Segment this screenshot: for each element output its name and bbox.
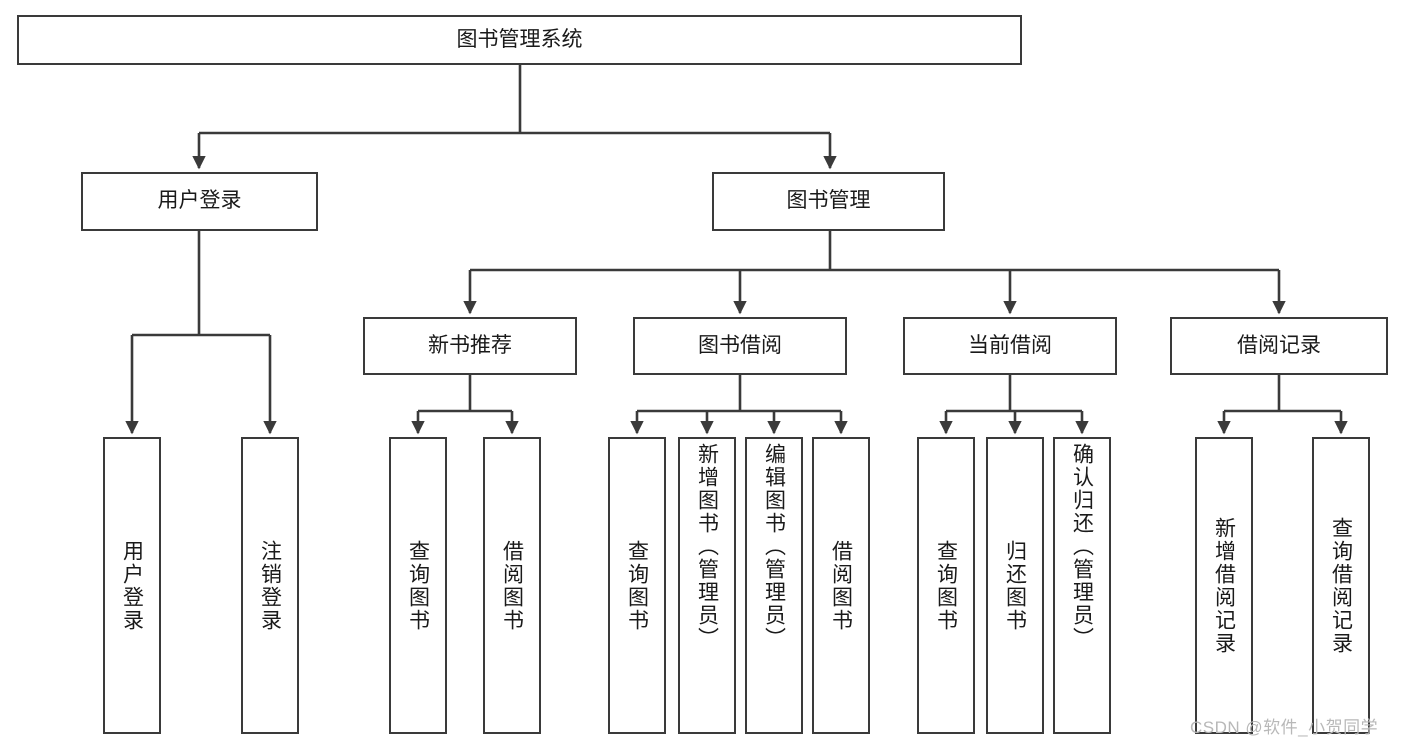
node-label: 当前借阅: [968, 333, 1052, 357]
node-label: 新书推荐: [428, 333, 512, 357]
node-label: 借阅图书: [829, 539, 853, 632]
leaf-add-borrow-record[interactable]: 新增借阅记录: [1195, 437, 1253, 734]
node-label: 确认归还（管理员）: [1070, 443, 1094, 650]
leaf-query-book-current[interactable]: 查询图书: [917, 437, 975, 734]
leaf-borrow-book-borrow[interactable]: 借阅图书: [812, 437, 870, 734]
node-label: 借阅记录: [1237, 333, 1321, 357]
node-label: 新增图书（管理员）: [695, 443, 719, 650]
node-label: 借阅图书: [500, 539, 524, 632]
node-new-book-recommend[interactable]: 新书推荐: [363, 317, 577, 375]
node-label: 图书管理: [786, 189, 871, 213]
leaf-borrow-book-recommend[interactable]: 借阅图书: [483, 437, 541, 734]
leaf-edit-book-admin[interactable]: 编辑图书（管理员）: [745, 437, 803, 734]
node-label: 新增借阅记录: [1212, 516, 1236, 655]
leaf-confirm-return-admin[interactable]: 确认归还（管理员）: [1053, 437, 1111, 734]
node-user-login[interactable]: 用户登录: [81, 172, 318, 231]
leaf-query-book-borrow[interactable]: 查询图书: [608, 437, 666, 734]
leaf-logout-login[interactable]: 注销登录: [241, 437, 299, 734]
node-current-borrow[interactable]: 当前借阅: [903, 317, 1117, 375]
node-label: 用户登录: [120, 539, 144, 632]
node-label: 归还图书: [1003, 539, 1027, 632]
node-label: 查询借阅记录: [1329, 516, 1353, 655]
leaf-query-book-recommend[interactable]: 查询图书: [389, 437, 447, 734]
node-borrow-record[interactable]: 借阅记录: [1170, 317, 1388, 375]
node-book-manage[interactable]: 图书管理: [712, 172, 945, 231]
node-label: 编辑图书（管理员）: [762, 443, 786, 650]
leaf-return-book[interactable]: 归还图书: [986, 437, 1044, 734]
node-label: 用户登录: [157, 189, 242, 213]
node-label: 查询图书: [625, 539, 649, 632]
leaf-add-book-admin[interactable]: 新增图书（管理员）: [678, 437, 736, 734]
node-book-borrow[interactable]: 图书借阅: [633, 317, 847, 375]
node-label: 图书借阅: [698, 333, 782, 357]
node-root-system[interactable]: 图书管理系统: [17, 15, 1022, 65]
leaf-user-login[interactable]: 用户登录: [103, 437, 161, 734]
node-label: 图书管理系统: [456, 27, 583, 51]
csdn-watermark: CSDN @软件_小贺同学: [1190, 718, 1379, 737]
node-label: 注销登录: [258, 539, 282, 632]
node-label: 查询图书: [934, 539, 958, 632]
node-label: 查询图书: [406, 539, 430, 632]
leaf-query-borrow-record[interactable]: 查询借阅记录: [1312, 437, 1370, 734]
